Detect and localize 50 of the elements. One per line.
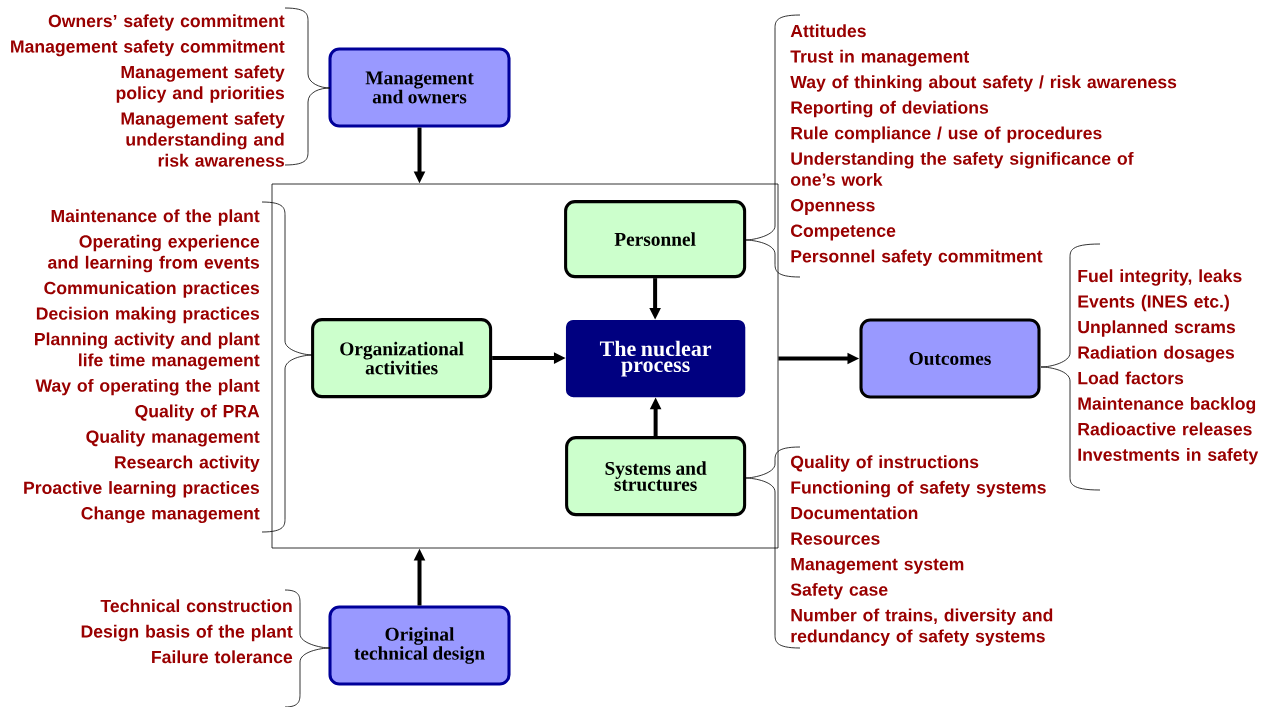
factor-label: Understanding the safety significance of one’s work	[790, 151, 1134, 186]
factor-label: Management safety policy and priorities	[116, 65, 285, 103]
factor-label: Events (INES etc.)	[1078, 294, 1229, 312]
factor-label: Radiation dosages	[1078, 345, 1234, 363]
factor-label: Failure tolerance	[152, 650, 293, 664]
factor-label: Attitudes	[790, 24, 866, 38]
factor-label: Decision making practices	[36, 306, 259, 324]
frame-box	[271, 183, 779, 549]
factor-label: Research activity	[115, 455, 260, 472]
factor-box: Systems and structures	[565, 436, 747, 517]
factor-label: Communication practices	[44, 281, 259, 298]
factor-label: Rule compliance / use of procedures	[791, 126, 1102, 143]
factor-label: Quality of instructions	[791, 455, 979, 472]
factor-box: Organizational activities	[311, 318, 493, 399]
factor-label: Radioactive releases	[1078, 422, 1252, 436]
factor-label: Owners’ safety commitment	[48, 14, 285, 31]
factor-label: Trust in management	[790, 49, 969, 67]
factor-label: Management system	[791, 558, 964, 574]
factor-label: Resources	[791, 532, 880, 545]
factor-label: Management safety commitment	[11, 39, 285, 57]
factor-label: Way of thinking about safety / risk awareness	[790, 75, 1177, 92]
factor-label: Load factors	[1078, 371, 1184, 385]
factor-label: Technical construction	[100, 599, 292, 613]
factor-label: Openness	[791, 198, 875, 215]
factor-label: Quality management	[86, 430, 260, 447]
factor-label: Unplanned scrams	[1078, 320, 1235, 337]
factor-label: Operating experience and learning from events	[48, 234, 260, 273]
factor-label: Fuel integrity, leaks	[1078, 269, 1242, 286]
factor-label: Documentation	[791, 506, 918, 520]
factor-label: Proactive learning practices	[24, 481, 259, 498]
process-box: The nuclear process	[565, 319, 746, 398]
factor-label: Investments in safety	[1078, 448, 1259, 465]
factor-label: Safety case	[790, 582, 888, 600]
factor-label: Change management	[81, 506, 260, 524]
factor-label: Functioning of safety systems	[791, 480, 1046, 498]
factor-label: Personnel safety commitment	[791, 249, 1043, 266]
factor-label: Design basis of the plant	[81, 624, 293, 642]
factor-box: Outcomes	[859, 318, 1041, 399]
factor-label: Reporting of deviations	[791, 100, 989, 118]
factor-label: Maintenance of the plant	[51, 209, 260, 226]
factor-label: Competence	[791, 224, 896, 241]
factor-label: Maintenance backlog	[1078, 396, 1256, 414]
factor-box: Personnel	[564, 200, 747, 279]
factor-label: Number of trains, diversity and redundancy of safety systems	[791, 608, 1053, 646]
factor-box: Management and owners	[328, 47, 511, 128]
factor-label: Way of operating the plant	[35, 378, 260, 396]
factor-box: Original technical design	[328, 605, 511, 686]
factor-label: Planning activity and plant life time management	[35, 332, 260, 370]
factor-label: Quality of PRA	[135, 404, 260, 421]
factor-label: Management safety understanding and risk awareness	[121, 111, 285, 167]
